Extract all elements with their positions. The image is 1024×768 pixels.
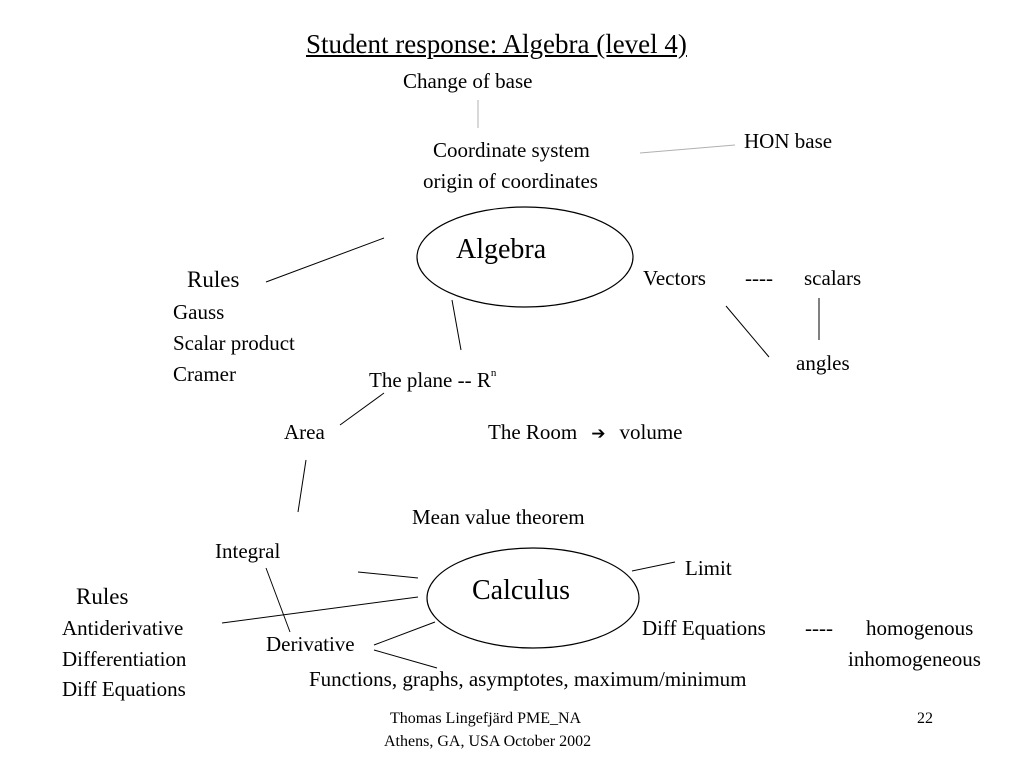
line-calculus-to-limit: [631, 561, 676, 572]
node-scalar-product: Scalar product: [173, 331, 295, 355]
node-antiderivative: Antiderivative: [62, 616, 184, 640]
line-algebra-to-plane: [451, 299, 462, 351]
node-gauss: Gauss: [173, 300, 225, 324]
footer-author: Thomas Lingefjärd PME_NA: [390, 710, 582, 727]
node-rules-algebra: Rules: [187, 267, 240, 292]
node-volume: volume: [619, 420, 683, 444]
node-differentiation: Differentiation: [62, 647, 187, 671]
node-origin-of-coordinates: origin of coordinates: [423, 169, 598, 193]
node-scalars: scalars: [804, 266, 862, 290]
node-limit: Limit: [685, 556, 732, 580]
node-homogenous: homogenous: [866, 616, 974, 640]
node-diff-separator: ----: [805, 616, 833, 640]
node-hon-base: HON base: [744, 129, 833, 153]
node-coordinate-system: Coordinate system: [433, 138, 590, 162]
node-change-of-base: Change of base: [403, 69, 533, 93]
line-vectors-to-angles: [725, 305, 770, 358]
line-plane-to-area: [339, 392, 385, 426]
footer-page-number: 22: [917, 710, 933, 727]
line-algebra-to-rules: [265, 237, 385, 283]
node-the-room-text: The Room: [488, 420, 578, 444]
node-the-plane-superscript: n: [490, 367, 497, 379]
node-diff-equations-right: Diff Equations: [642, 616, 766, 640]
line-calculus-to-integral: [357, 571, 419, 579]
node-cramer: Cramer: [173, 362, 236, 386]
node-the-plane: The plane -- Rn: [369, 367, 497, 392]
node-inhomogeneous: inhomogeneous: [848, 647, 981, 671]
line-coord-to-hon: [639, 144, 736, 154]
calculus-ellipse: [426, 547, 640, 649]
line-area-to-integral: [297, 459, 307, 513]
footer-venue: Athens, GA, USA October 2002: [384, 733, 592, 750]
node-mean-value-theorem: Mean value theorem: [412, 505, 585, 529]
node-algebra: Algebra: [456, 234, 547, 265]
line-derivative-to-functions: [373, 649, 438, 669]
node-vectors-separator: ----: [745, 266, 773, 290]
right-arrow-icon: ➔: [591, 424, 606, 444]
node-derivative: Derivative: [266, 632, 355, 656]
line-integral-to-derivative: [265, 567, 291, 633]
line-calculus-to-derivative: [373, 621, 436, 646]
node-rules-calculus: Rules: [76, 584, 129, 609]
line-calculus-to-rules: [221, 596, 419, 624]
node-the-room: The Room ➔ volume: [488, 422, 683, 443]
node-integral: Integral: [215, 539, 281, 563]
node-vectors: Vectors: [643, 266, 706, 290]
node-functions: Functions, graphs, asymptotes, maximum/m…: [309, 667, 747, 691]
node-calculus: Calculus: [472, 575, 570, 606]
slide-title: Student response: Algebra (level 4): [306, 29, 687, 59]
node-area: Area: [284, 420, 325, 444]
node-diff-equations-left: Diff Equations: [62, 677, 186, 701]
node-angles: angles: [796, 351, 850, 375]
algebra-ellipse: [416, 206, 634, 308]
node-the-plane-text: The plane -- R: [369, 368, 491, 392]
